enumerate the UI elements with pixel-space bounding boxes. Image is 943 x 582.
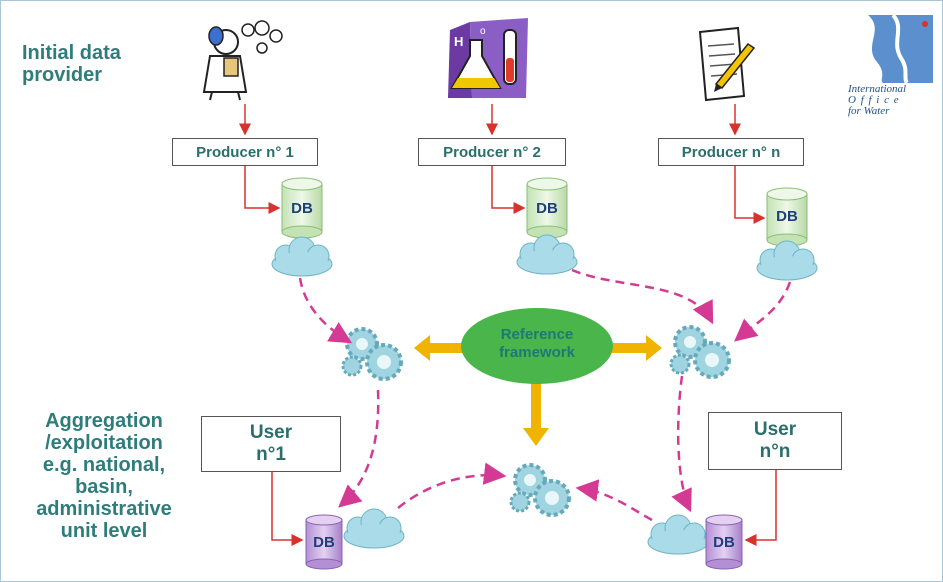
user-1-line-2: n°1 [256,444,286,465]
producer-box-n: Producer n° n [658,138,804,166]
paper-pen-clipart-icon [698,26,756,102]
initial-label-line-2: provider [22,64,103,86]
producer-box-2: Producer n° 2 [418,138,566,166]
cloud-icon-bottom-left [343,508,405,549]
orange-arrow-down [523,382,549,446]
producer-label-1: Producer n° 1 [196,143,294,161]
aggregation-label-line-1: Aggregation [45,410,163,432]
lab-flasks-clipart-icon: H o [448,18,528,98]
producer-box-1: Producer n° 1 [172,138,318,166]
gear-icon-bottom [509,463,571,517]
user-n-line-2: n°n [759,441,791,462]
db-cylinder-n [766,187,808,247]
reference-framework-ellipse [461,308,613,384]
svg-text:H: H [454,34,463,49]
logo-line-1: International [848,83,907,95]
aggregation-label: Aggregation /exploitation e.g. national,… [20,410,188,542]
aggregation-label-line-6: unit level [60,520,148,542]
db-label-n: DB [776,208,798,225]
user-1-line-1: User [249,422,293,443]
initial-data-provider-label: Initial data provider [22,42,121,86]
user-box-n: User n°n [708,412,842,470]
producer-label-2: Producer n° 2 [443,143,541,161]
db-cylinder-1 [281,177,323,239]
producer-label-n: Producer n° n [681,143,781,161]
user-n-line-1: User [753,419,797,440]
aggregation-label-line-5: administrative [36,498,172,520]
user-box-1: User n°1 [201,416,341,472]
orange-arrow-left [414,335,468,361]
cloud-icon-1 [271,236,333,277]
logo-text: International O f f i c e for Water [848,84,943,117]
reference-line-2: framework [499,344,575,361]
cloud-icon-2 [516,234,578,275]
reference-framework-label: Reference framework [462,326,612,362]
logo-line-3: for Water [848,105,890,117]
svg-text:o: o [480,26,486,37]
reference-line-1: Reference [500,326,574,343]
db-label-user-n: DB [713,534,735,551]
scientist-clipart-icon [202,20,283,101]
initial-label-line-1: Initial data [22,42,121,64]
international-office-for-water-logo [855,13,933,85]
aggregation-label-line-3: e.g. national, [42,454,166,476]
db-cylinder-user-1 [305,514,343,570]
cloud-icon-n [756,240,818,281]
gear-icon-right [669,325,731,379]
cloud-icon-bottom-right [647,514,709,555]
aggregation-label-line-2: /exploitation [45,432,163,454]
db-label-1: DB [291,200,313,217]
db-cylinder-user-n [705,514,743,570]
orange-arrow-right [612,335,662,361]
logo-line-2: O f f i c e [848,94,900,106]
gear-icon-left [341,327,403,381]
db-label-2: DB [536,200,558,217]
db-cylinder-2 [526,177,568,239]
db-label-user-1: DB [313,534,335,551]
aggregation-label-line-4: basin, [75,476,133,498]
